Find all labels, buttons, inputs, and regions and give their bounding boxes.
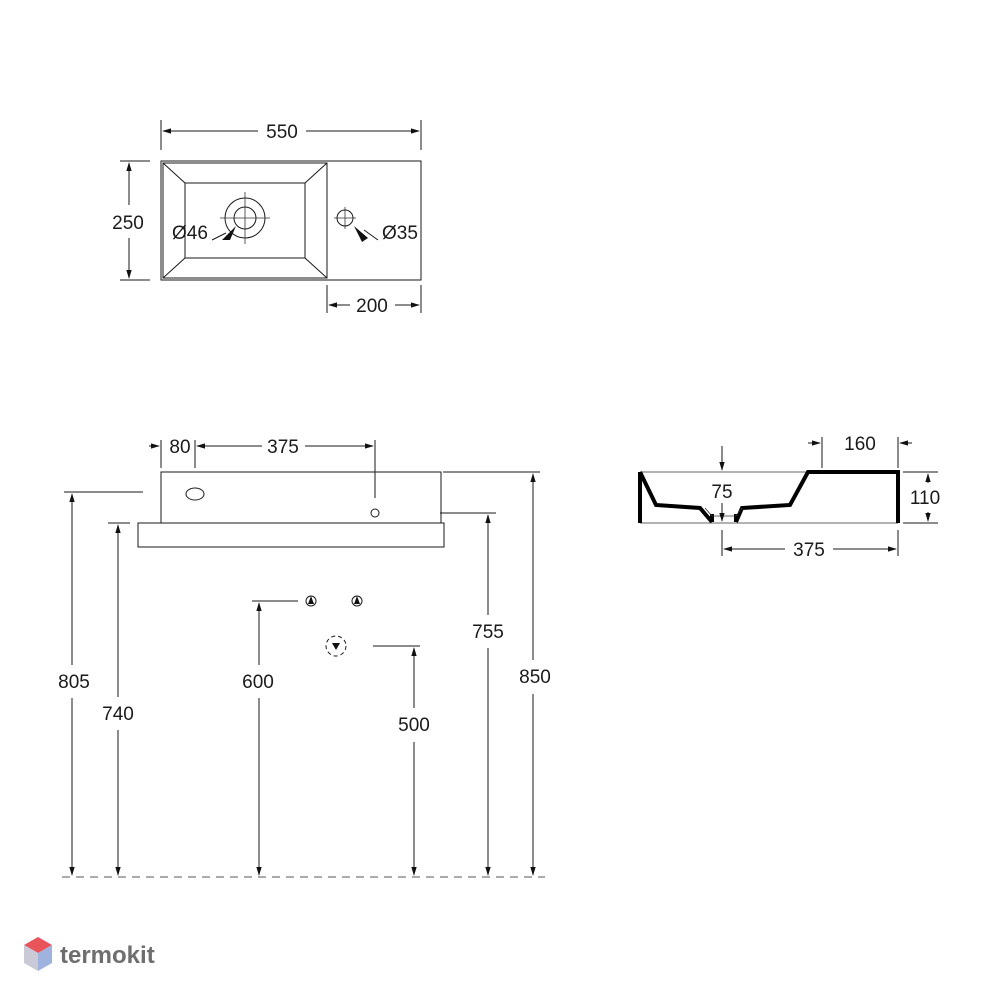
supply-valve-left-icon bbox=[305, 595, 317, 607]
section-view: 160 110 75 375 bbox=[638, 434, 940, 561]
dim-height-500: 500 bbox=[398, 715, 430, 736]
dim-height-110: 110 bbox=[910, 488, 940, 509]
bowl-inner bbox=[184, 182, 306, 259]
dim-tap-diameter: Ø35 bbox=[382, 223, 418, 244]
front-view: 80 375 805 740 600 bbox=[58, 437, 551, 878]
dim-right-width-160: 160 bbox=[844, 434, 876, 455]
tap-hole-icon bbox=[334, 207, 356, 229]
front-tap-hole bbox=[370, 508, 380, 518]
dim-height-600: 600 bbox=[242, 672, 274, 693]
front-drain-hole bbox=[185, 487, 205, 501]
dim-drain-diameter: Ø46 bbox=[172, 223, 208, 244]
dim-height-755: 755 bbox=[472, 622, 504, 643]
top-view: 550 250 Ø46 Ø35 200 bbox=[112, 120, 422, 317]
supply-valve-right-icon bbox=[351, 595, 363, 607]
dim-drain-edge-375: 375 bbox=[793, 540, 825, 561]
dim-height-805: 805 bbox=[58, 672, 90, 693]
brand-logo: termokit bbox=[24, 937, 155, 971]
basin-outline-top bbox=[160, 160, 422, 281]
drain-icon bbox=[220, 192, 270, 244]
dim-height-740: 740 bbox=[102, 704, 134, 725]
counter-shelf bbox=[137, 522, 445, 548]
dim-height-850: 850 bbox=[519, 667, 551, 688]
wall-drain-icon bbox=[325, 635, 347, 657]
dim-tap-offset-200: 200 bbox=[356, 296, 388, 317]
brand-name: termokit bbox=[60, 942, 155, 969]
logo-cube-icon bbox=[24, 937, 52, 971]
dim-depth-250: 250 bbox=[112, 213, 144, 234]
dim-bowl-depth-75: 75 bbox=[711, 482, 732, 503]
bowl-outer bbox=[162, 162, 328, 279]
dim-drain-tap-375: 375 bbox=[267, 437, 299, 458]
basin-section-profile bbox=[638, 470, 900, 524]
dim-width-550: 550 bbox=[266, 122, 298, 143]
dim-drain-offset-80: 80 bbox=[169, 437, 190, 458]
